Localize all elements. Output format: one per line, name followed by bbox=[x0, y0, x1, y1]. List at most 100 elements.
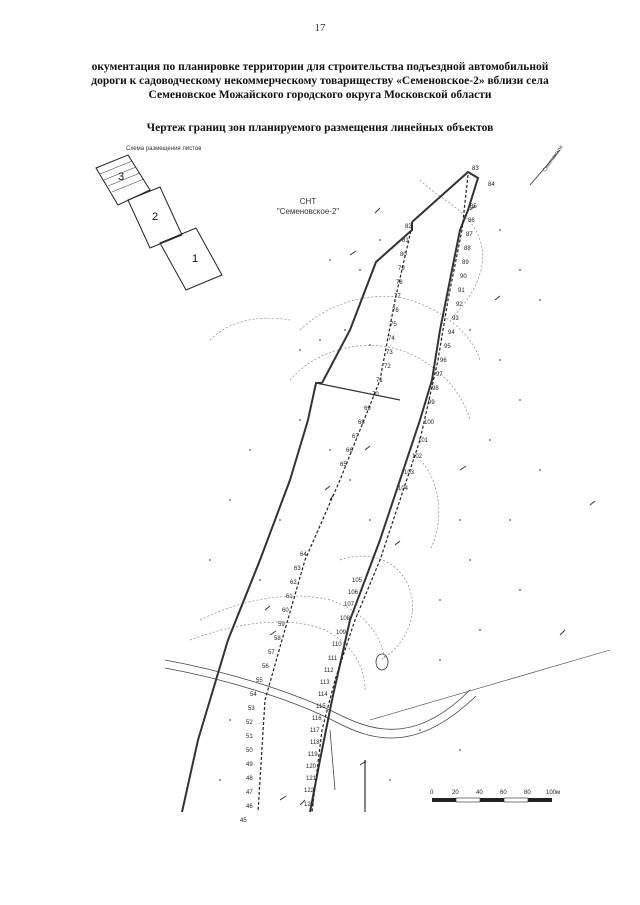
point-label-54: 54 bbox=[250, 692, 257, 698]
point-label-71: 71 bbox=[376, 378, 383, 384]
scale-label-0: 0 bbox=[430, 790, 434, 796]
point-label-53: 53 bbox=[248, 706, 255, 712]
sheet-layout-scheme: Схема размещения листов 3 2 1 bbox=[95, 146, 223, 291]
scale-label-60: 60 bbox=[500, 790, 507, 796]
sheet-number-1: 1 bbox=[192, 253, 198, 265]
point-label-117: 117 bbox=[310, 728, 320, 734]
scale-label-20: 20 bbox=[452, 790, 459, 796]
left-point-labels: 82 81 80 79 78 77 76 75 74 73 72 71 70 6… bbox=[240, 224, 412, 824]
point-label-119: 119 bbox=[308, 752, 318, 758]
point-label-96: 96 bbox=[440, 358, 447, 364]
point-label-45: 45 bbox=[240, 818, 247, 824]
point-label-110: 110 bbox=[332, 642, 342, 648]
right-alignment-line bbox=[311, 174, 469, 813]
point-label-55: 55 bbox=[256, 678, 263, 684]
point-label-121: 121 bbox=[306, 776, 317, 782]
point-label-86: 86 bbox=[468, 218, 475, 224]
scale-bar: 0 20 40 60 80 100м bbox=[430, 790, 560, 803]
pond-feature bbox=[375, 653, 389, 671]
point-label-83: 83 bbox=[472, 166, 479, 172]
point-label-107: 107 bbox=[344, 602, 355, 608]
sheet-outline-1 bbox=[159, 227, 223, 291]
right-point-labels: 83 84 85 86 87 88 89 90 91 92 93 94 95 9… bbox=[304, 166, 495, 808]
sheet-number-3: 3 bbox=[118, 171, 124, 183]
document-heading: окументация по планировке территории для… bbox=[40, 60, 600, 102]
left-alignment-line bbox=[257, 225, 413, 813]
territory-label-snt: СНТ bbox=[300, 197, 317, 206]
point-label-120: 120 bbox=[306, 764, 317, 770]
point-label-89: 89 bbox=[462, 260, 469, 266]
point-label-70: 70 bbox=[372, 392, 379, 398]
orientation-mark bbox=[529, 149, 561, 186]
point-label-116: 116 bbox=[312, 716, 322, 722]
point-label-48: 48 bbox=[246, 776, 253, 782]
point-label-50: 50 bbox=[246, 748, 253, 754]
point-label-88: 88 bbox=[464, 246, 471, 252]
point-label-56: 56 bbox=[262, 664, 269, 670]
point-label-114: 114 bbox=[318, 692, 328, 698]
scale-label-80: 80 bbox=[524, 790, 531, 796]
point-label-87: 87 bbox=[466, 232, 473, 238]
territory-label-name: "Семеновское-2" bbox=[277, 207, 340, 216]
point-label-106: 106 bbox=[348, 590, 359, 596]
heading-line-2: дороги к садоводческому некоммерческому … bbox=[91, 75, 549, 87]
point-label-84: 84 bbox=[488, 182, 495, 188]
heading-line-1: окументация по планировке территории для… bbox=[91, 61, 549, 73]
point-label-63: 63 bbox=[294, 566, 301, 572]
drawing-title: Чертеж границ зон планируемого размещени… bbox=[146, 122, 494, 134]
heading-line-3: Семеновское Можайского городского округа… bbox=[148, 89, 492, 101]
point-label-47: 47 bbox=[246, 790, 253, 796]
point-label-65: 65 bbox=[340, 462, 347, 468]
point-label-59: 59 bbox=[278, 622, 285, 628]
scale-label-40: 40 bbox=[476, 790, 483, 796]
point-label-80: 80 bbox=[400, 252, 407, 258]
point-label-95: 95 bbox=[444, 344, 451, 350]
sheet-outline-2 bbox=[127, 186, 183, 249]
point-label-77: 77 bbox=[394, 294, 401, 300]
sheet-scheme-caption: Схема размещения листов bbox=[126, 146, 201, 152]
sheet-outline-3 bbox=[95, 154, 151, 206]
point-label-115: 115 bbox=[316, 704, 326, 710]
point-label-94: 94 bbox=[448, 330, 455, 336]
terrain-dots bbox=[209, 229, 541, 781]
planning-zone-boundary bbox=[181, 170, 480, 813]
point-label-81: 81 bbox=[402, 238, 409, 244]
point-label-52: 52 bbox=[246, 720, 253, 726]
scale-label-100: 100м bbox=[546, 790, 560, 796]
point-label-99: 99 bbox=[428, 400, 435, 406]
point-label-51: 51 bbox=[246, 734, 253, 740]
point-label-72: 72 bbox=[384, 364, 391, 370]
terrain-marks bbox=[264, 205, 596, 806]
point-label-97: 97 bbox=[436, 372, 443, 378]
point-label-113: 113 bbox=[320, 680, 330, 686]
point-label-60: 60 bbox=[282, 608, 289, 614]
page-number: 17 bbox=[314, 22, 326, 34]
point-label-122: 122 bbox=[304, 788, 315, 794]
point-label-103: 103 bbox=[404, 470, 415, 476]
point-label-46: 46 bbox=[246, 804, 253, 810]
settlement-label: Семеновское bbox=[542, 144, 565, 173]
point-label-61: 61 bbox=[286, 594, 293, 600]
point-label-57: 57 bbox=[268, 650, 275, 656]
point-label-64: 64 bbox=[300, 552, 307, 558]
point-label-93: 93 bbox=[452, 316, 459, 322]
point-label-75: 75 bbox=[390, 322, 397, 328]
road-crossing bbox=[164, 649, 611, 791]
point-label-79: 79 bbox=[398, 266, 405, 272]
point-label-101: 101 bbox=[418, 438, 429, 444]
point-label-112: 112 bbox=[324, 668, 334, 674]
point-label-82: 82 bbox=[405, 224, 412, 230]
point-label-102: 102 bbox=[412, 454, 423, 460]
point-label-73: 73 bbox=[386, 350, 393, 356]
point-label-100: 100 bbox=[424, 420, 435, 426]
point-label-58: 58 bbox=[274, 636, 281, 642]
point-label-104: 104 bbox=[398, 486, 409, 492]
point-label-118: 118 bbox=[310, 740, 320, 746]
point-label-108: 108 bbox=[340, 616, 351, 622]
point-label-98: 98 bbox=[432, 386, 439, 392]
point-label-111: 111 bbox=[328, 656, 338, 662]
point-label-69: 69 bbox=[364, 406, 371, 412]
point-label-91: 91 bbox=[458, 288, 465, 294]
point-label-74: 74 bbox=[388, 336, 395, 342]
